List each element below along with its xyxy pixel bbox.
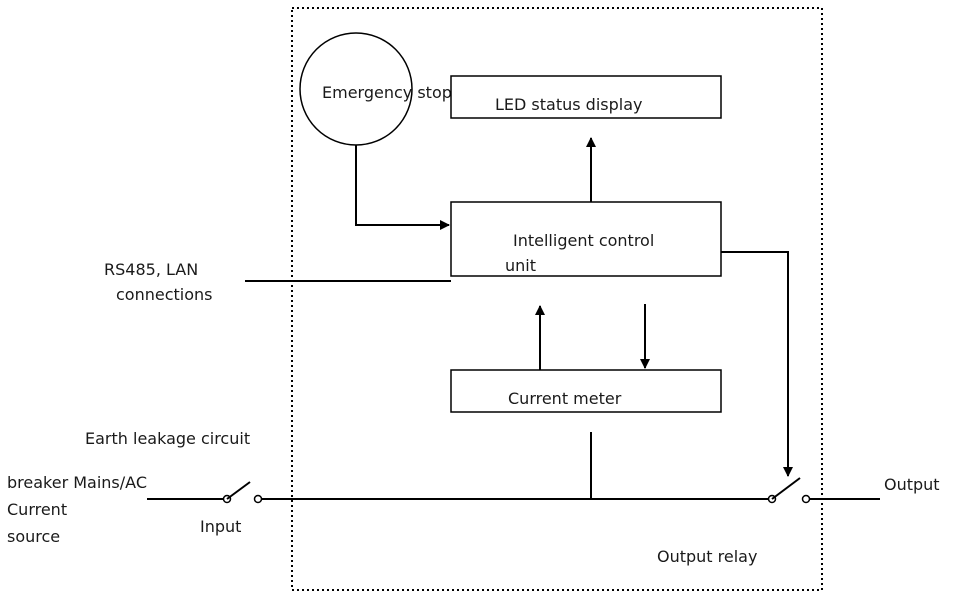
rs485-label-line1: RS485, LAN [104,260,198,279]
current-meter-label: Current meter [508,389,622,408]
estop-to-control-arrow [355,145,450,230]
control-to-relay-arrow [721,251,793,477]
output-label: Output [884,475,940,494]
emergency-stop-label: Emergency stop [322,83,452,102]
mains-label-line3: source [7,527,60,546]
earth-leakage-label: Earth leakage circuit [85,429,250,448]
input-switch-icon [222,481,263,504]
mains-label-line2: Current [7,500,67,519]
rs485-label-line2: connections [116,285,213,304]
enclosure-border [291,7,823,591]
led-status-display-label: LED status display [495,95,643,114]
led-status-display-box [450,75,722,119]
output-relay-label: Output relay [657,547,757,566]
intelligent-control-unit-box [450,201,722,277]
current-meter-box [450,369,722,413]
intelligent-control-label-line2: unit [505,256,536,275]
mains-label-line1: breaker Mains/AC [7,473,147,492]
input-label: Input [200,517,241,536]
intelligent-control-label-line1: Intelligent control [513,231,654,250]
output-relay-switch-icon [767,477,811,504]
